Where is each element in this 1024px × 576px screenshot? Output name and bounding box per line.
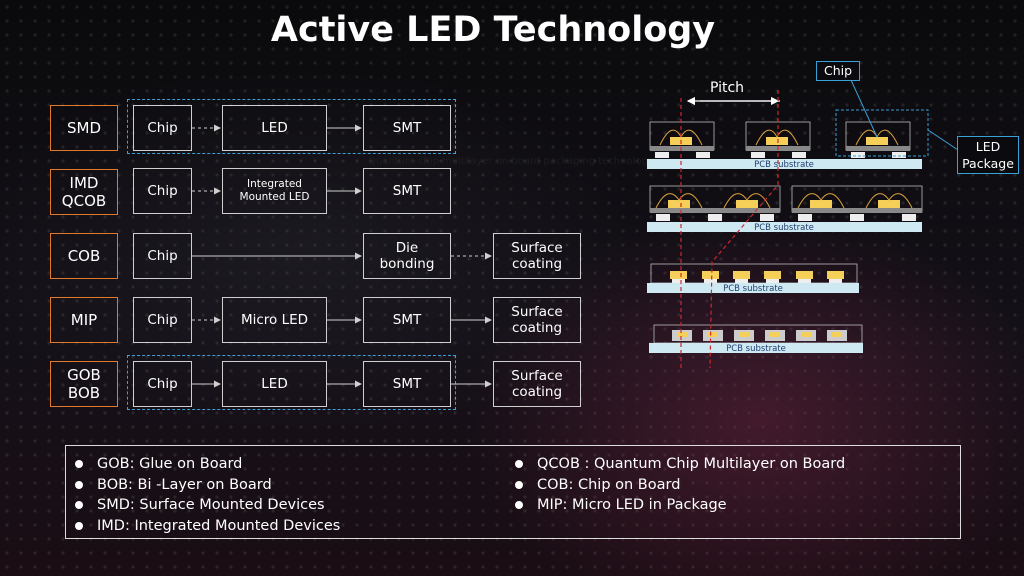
substrate-label-4: PCB substrate bbox=[726, 344, 786, 354]
cob-chip-node: Chip bbox=[133, 233, 192, 279]
gob-led-node: LED bbox=[222, 361, 327, 407]
row-label-imd-qcob: IMD QCOB bbox=[50, 169, 118, 215]
led-package-highlight bbox=[835, 109, 929, 157]
gob-package-group bbox=[127, 355, 456, 410]
legend-item: COB: Chip on Board bbox=[515, 475, 845, 496]
legend-item: BOB: Bi -Layer on Board bbox=[75, 475, 340, 496]
substrate-1 bbox=[647, 159, 922, 169]
smd-package-group bbox=[127, 99, 456, 154]
mip-chip-node: Chip bbox=[133, 297, 192, 343]
imd-package-2 bbox=[791, 185, 923, 221]
bullet-icon bbox=[75, 480, 83, 489]
cob-surface-coating-node: Surface coating bbox=[493, 233, 581, 279]
legend-item: MIP: Micro LED in Package bbox=[515, 495, 845, 516]
imd-package-1 bbox=[649, 185, 781, 221]
legend-item: QCOB : Quantum Chip Multilayer on Board bbox=[515, 454, 845, 475]
pitch-label: Pitch bbox=[710, 80, 744, 96]
chip-callout-line bbox=[850, 79, 878, 138]
imd-smt-node: SMT bbox=[363, 168, 451, 214]
bullet-icon bbox=[75, 521, 83, 530]
mip-micro-led-node: Micro LED bbox=[222, 297, 327, 343]
substrate-2 bbox=[647, 222, 922, 232]
bullet-icon bbox=[75, 501, 83, 510]
overlay-caption: Quantum chip multilayer on board packagi… bbox=[368, 156, 654, 167]
smd-led-node: LED bbox=[222, 105, 327, 151]
substrate-label-1: PCB substrate bbox=[754, 160, 814, 170]
substrate-label-2: PCB substrate bbox=[754, 223, 814, 233]
row-label-gob-bob: GOB BOB bbox=[50, 361, 118, 407]
cob-die-bonding-node: Die bonding bbox=[363, 233, 451, 279]
led-package-callout: LED Package bbox=[957, 136, 1019, 174]
gob-smt-node: SMT bbox=[363, 361, 451, 407]
legend-box: GOB: Glue on Board BOB: Bi -Layer on Boa… bbox=[65, 445, 961, 539]
bullet-icon bbox=[515, 460, 523, 469]
legend-right-column: QCOB : Quantum Chip Multilayer on Board … bbox=[515, 454, 845, 516]
substrate-4 bbox=[649, 343, 863, 353]
row-label-smd: SMD bbox=[50, 105, 118, 151]
smd-smt-node: SMT bbox=[363, 105, 451, 151]
gob-chip-node: Chip bbox=[133, 361, 192, 407]
substrate-label-3: PCB substrate bbox=[723, 284, 783, 294]
smd-chip-node: Chip bbox=[133, 105, 192, 151]
imd-integrated-led-node: Integrated Mounted LED bbox=[222, 168, 327, 214]
led-package-callout-line bbox=[927, 129, 959, 151]
imd-chip-node: Chip bbox=[133, 168, 192, 214]
smd-package-3 bbox=[845, 121, 911, 158]
cob-chips bbox=[670, 271, 844, 279]
row-label-mip: MIP bbox=[50, 297, 118, 343]
substrate-3 bbox=[647, 283, 859, 293]
legend-item: GOB: Glue on Board bbox=[75, 454, 340, 475]
page-title: Active LED Technology bbox=[270, 10, 716, 50]
gob-surface-coating-node: Surface coating bbox=[493, 361, 581, 407]
legend-left-column: GOB: Glue on Board BOB: Bi -Layer on Boa… bbox=[75, 454, 340, 536]
mip-surface-coating-node: Surface coating bbox=[493, 297, 581, 343]
bullet-icon bbox=[515, 501, 523, 510]
mip-packages bbox=[672, 330, 847, 341]
row-label-cob: COB bbox=[50, 233, 118, 279]
smd-package-1 bbox=[649, 121, 715, 158]
mip-smt-node: SMT bbox=[363, 297, 451, 343]
legend-item: IMD: Integrated Mounted Devices bbox=[75, 516, 340, 537]
cob-pads bbox=[672, 279, 842, 283]
chip-callout: Chip bbox=[816, 61, 860, 81]
bullet-icon bbox=[515, 480, 523, 489]
legend-item: SMD: Surface Mounted Devices bbox=[75, 495, 340, 516]
bullet-icon bbox=[75, 460, 83, 469]
